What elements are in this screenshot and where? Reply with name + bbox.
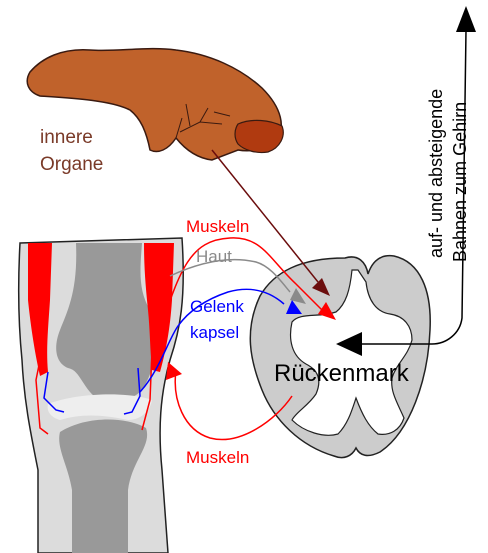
organ-label-line2: Organe xyxy=(40,154,103,175)
joint-capsule-label-line1: Gelenk xyxy=(190,297,244,316)
muscles-bottom-label: Muskeln xyxy=(186,448,249,467)
organ-cut-surface xyxy=(235,120,283,152)
spinal-cord-label: Rückenmark xyxy=(274,360,410,387)
spinal-cord-section xyxy=(250,256,430,458)
muscle-bottom-arrowhead xyxy=(166,362,182,380)
knee-joint xyxy=(19,238,184,553)
brain-pathway-arrowhead-up xyxy=(456,6,476,32)
pathways-label-line2: Bahnen zum Gehirn xyxy=(450,102,470,262)
muscles-top-label: Muskeln xyxy=(186,217,249,236)
joint-capsule-label-line2: kapsel xyxy=(190,323,239,342)
organ-label-line1: innere xyxy=(40,127,93,148)
skin-label: Haut xyxy=(196,247,232,266)
pathways-label-line1: auf- und absteigende xyxy=(426,89,446,258)
